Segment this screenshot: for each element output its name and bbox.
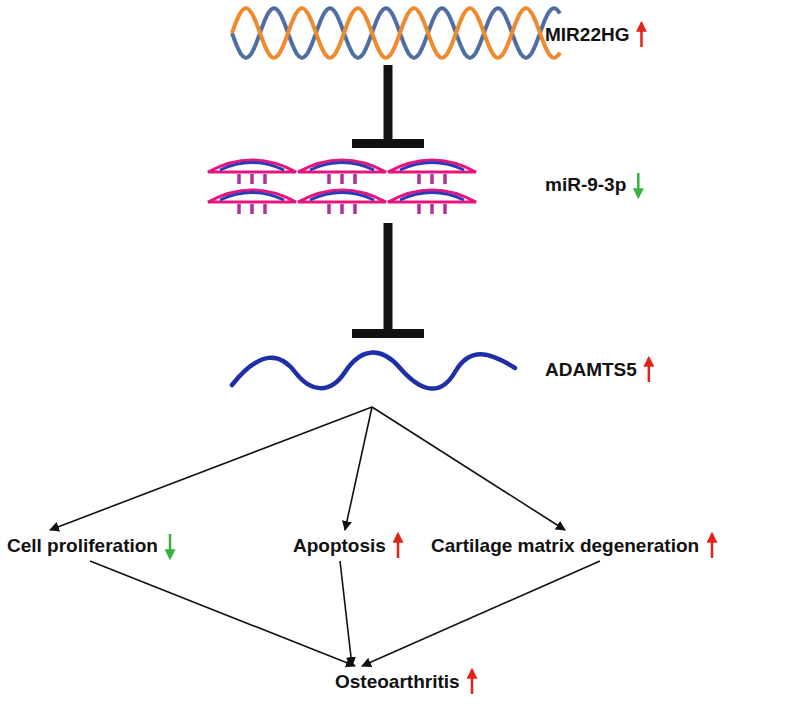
hairpin-inner xyxy=(310,193,374,201)
hairpin-loop xyxy=(388,160,476,172)
hairpin-stub xyxy=(443,174,447,184)
hairpin-stub xyxy=(417,174,421,184)
node-text: Apoptosis xyxy=(293,535,386,557)
hairpin-stub xyxy=(443,204,447,214)
hairpin-stub xyxy=(353,174,357,184)
arrow-connector xyxy=(90,561,355,666)
hairpin-inner xyxy=(400,193,464,201)
mrna-strand xyxy=(232,353,515,389)
hairpin-inner xyxy=(220,193,284,201)
mirna-hairpin xyxy=(298,190,386,214)
arrow-connector xyxy=(362,561,600,666)
helix-strand xyxy=(232,8,560,58)
hairpin-loop xyxy=(388,190,476,202)
effect-label: Cell proliferation xyxy=(4,532,161,560)
increase-arrow xyxy=(397,534,400,558)
hairpin-stub xyxy=(250,204,254,214)
effect-label: Apoptosis xyxy=(290,532,389,560)
mirna-hairpins xyxy=(208,160,476,214)
hairpin-inner xyxy=(310,163,374,171)
arrow-connector xyxy=(345,407,372,530)
hairpin-stub xyxy=(353,204,357,214)
increase-arrow xyxy=(471,670,474,694)
inhibition-connector xyxy=(352,223,424,334)
connector-shaft xyxy=(384,65,393,144)
hairpin-loop xyxy=(298,190,386,202)
mirna-hairpin xyxy=(388,190,476,214)
mirna-node: miR-9-3p xyxy=(200,150,656,222)
hairpin-stub xyxy=(237,174,241,184)
node-text: MIR22HG xyxy=(545,24,629,46)
node-text: miR-9-3p xyxy=(545,174,626,196)
inhibition-connector xyxy=(352,65,424,144)
hairpin-loop xyxy=(298,160,386,172)
hairpin-stub xyxy=(430,204,434,214)
outcome-label: Osteoarthritis xyxy=(332,668,463,696)
connector-line xyxy=(340,561,352,666)
connector-line xyxy=(362,561,600,666)
increase-arrow xyxy=(711,534,714,558)
connector-line xyxy=(50,407,372,530)
node-text: Osteoarthritis xyxy=(335,671,460,693)
hairpin-inner xyxy=(400,163,464,171)
inhibition-bar xyxy=(352,139,424,148)
hairpin-loop xyxy=(208,190,296,202)
node-text: Cell proliferation xyxy=(7,535,158,557)
hairpin-loop xyxy=(208,160,296,172)
mirna-hairpin xyxy=(208,190,296,214)
hairpin-stub xyxy=(263,174,267,184)
gene-node: MIR22HG xyxy=(225,0,665,64)
increase-arrow xyxy=(640,23,643,47)
increase-arrow xyxy=(648,358,651,382)
hairpin-stub xyxy=(263,204,267,214)
arrow-connector xyxy=(50,407,372,530)
helix-strand xyxy=(232,8,560,58)
connector-line xyxy=(345,407,372,530)
mirna-hairpin xyxy=(208,160,296,184)
hairpin-stub xyxy=(327,174,331,184)
hairpin-stub xyxy=(237,204,241,214)
hairpin-stub xyxy=(417,204,421,214)
hairpin-inner xyxy=(220,163,284,171)
decrease-arrow xyxy=(637,173,640,197)
effect-label: Cartilage matrix degeneration xyxy=(428,532,703,560)
hairpin-stub xyxy=(327,204,331,214)
connector-line xyxy=(90,561,355,666)
arrow-connector xyxy=(372,407,565,530)
connector-line xyxy=(372,407,565,530)
inhibition-bar xyxy=(352,329,424,338)
arrow-connector xyxy=(340,561,352,666)
hairpin-stub xyxy=(340,174,344,184)
hairpin-stub xyxy=(430,174,434,184)
node-text: Cartilage matrix degeneration xyxy=(431,535,700,557)
mirna-hairpin xyxy=(298,160,386,184)
mirna-hairpin xyxy=(388,160,476,184)
connector-shaft xyxy=(384,223,393,334)
decrease-arrow xyxy=(169,534,172,558)
dna-helix xyxy=(232,8,560,58)
node-text: ADAMTS5 xyxy=(545,359,637,381)
hairpin-stub xyxy=(250,174,254,184)
hairpin-stub xyxy=(340,204,344,214)
target-node: ADAMTS5 xyxy=(225,340,667,406)
